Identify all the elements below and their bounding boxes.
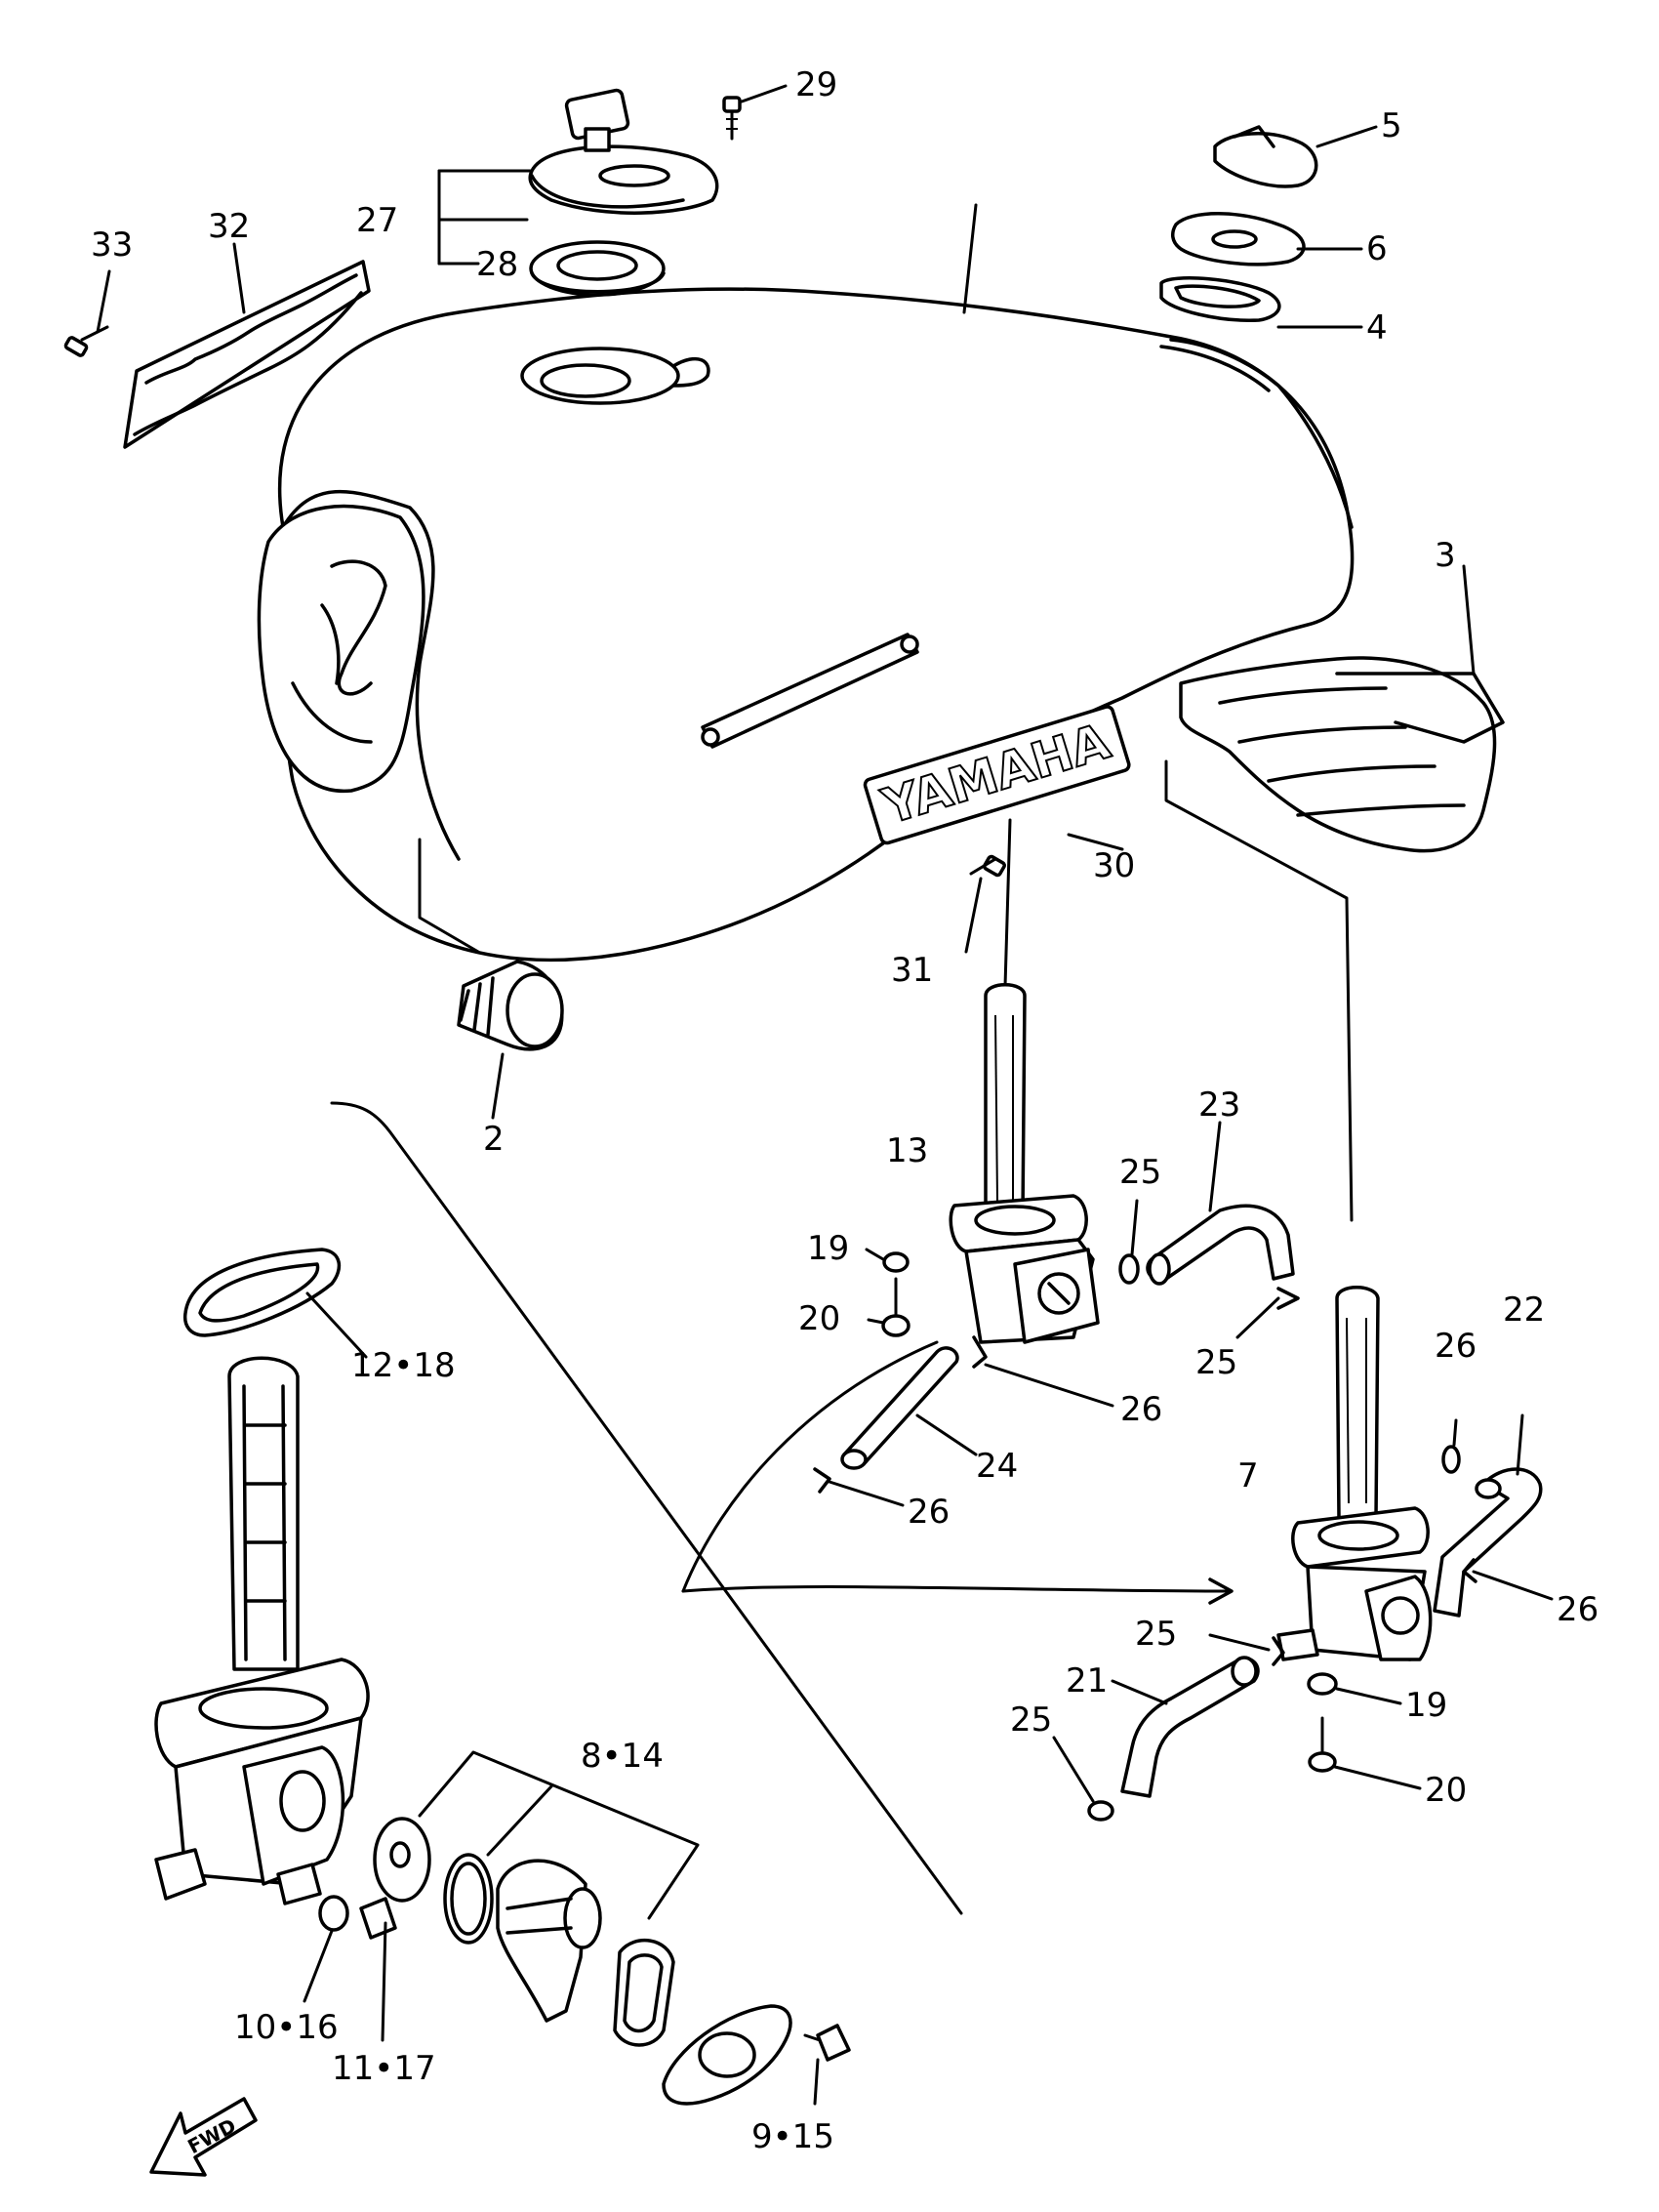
bolt-20-a bbox=[867, 1277, 910, 1337]
fwd-arrow-icon: FWD bbox=[149, 2097, 258, 2177]
leader-30 bbox=[1067, 833, 1124, 851]
washer-19-a bbox=[865, 1248, 910, 1273]
guide-line-13 bbox=[1003, 818, 1012, 988]
label-25-d: 25 bbox=[1010, 1700, 1052, 1740]
label-21: 21 bbox=[1066, 1661, 1108, 1700]
gasket-4 bbox=[1159, 276, 1363, 329]
label-5: 5 bbox=[1381, 106, 1402, 145]
label-6: 6 bbox=[1366, 229, 1388, 268]
cap-2 bbox=[457, 960, 564, 1120]
part-labels: 29 5 27 28 6 4 33 32 3 30 31 2 13 23 25 … bbox=[91, 65, 1598, 2156]
label-11-17: 11•17 bbox=[332, 2049, 436, 2088]
label-33: 33 bbox=[91, 225, 133, 265]
label-25-c: 25 bbox=[1135, 1615, 1177, 1654]
label-28: 28 bbox=[476, 245, 518, 284]
clip-26-a bbox=[972, 1335, 1114, 1408]
label-25-a: 25 bbox=[1119, 1153, 1161, 1192]
label-25-b: 25 bbox=[1195, 1343, 1237, 1382]
lever-knob bbox=[496, 1859, 602, 2023]
plate-6 bbox=[1170, 212, 1363, 266]
gasket-12-18 bbox=[182, 1248, 368, 1359]
hose-21 bbox=[1111, 1656, 1260, 1798]
bracket-8-14 bbox=[418, 1750, 700, 1920]
washer-19-b bbox=[1307, 1672, 1402, 1705]
label-9-15: 9•15 bbox=[751, 2117, 834, 2156]
label-24: 24 bbox=[976, 1447, 1018, 1486]
detail-callout-boundary bbox=[330, 1101, 1234, 1915]
hose-23 bbox=[1146, 1121, 1295, 1286]
label-4: 4 bbox=[1366, 308, 1388, 348]
screw-9-15 bbox=[803, 2024, 851, 2106]
label-13: 13 bbox=[886, 1131, 928, 1170]
label-7: 7 bbox=[1237, 1456, 1259, 1495]
cap-5 bbox=[1213, 125, 1378, 188]
label-20-b: 20 bbox=[1425, 1771, 1467, 1810]
clip-25-c bbox=[1208, 1633, 1285, 1666]
bolt-20-b bbox=[1308, 1716, 1422, 1790]
gasket-plate bbox=[613, 1938, 675, 2047]
label-3: 3 bbox=[1435, 536, 1456, 575]
label-8-14: 8•14 bbox=[581, 1737, 664, 1776]
label-2: 2 bbox=[483, 1120, 505, 1159]
label-22: 22 bbox=[1503, 1290, 1545, 1330]
hose-22 bbox=[1433, 1413, 1543, 1618]
gasket-28 bbox=[529, 240, 666, 297]
fuel-cock-detail bbox=[154, 1356, 370, 1905]
label-10-16: 10•16 bbox=[234, 2008, 339, 2047]
clip-25-d bbox=[1052, 1736, 1114, 1822]
label-26-a: 26 bbox=[1120, 1390, 1162, 1429]
label-19-a: 19 bbox=[807, 1229, 849, 1268]
label-23: 23 bbox=[1198, 1086, 1240, 1125]
hose-24 bbox=[840, 1346, 978, 1470]
fuel-cap-27 bbox=[528, 88, 719, 215]
label-26-b: 26 bbox=[1435, 1327, 1477, 1366]
guide-line-7 bbox=[1164, 759, 1354, 1222]
label-26-d: 26 bbox=[1557, 1590, 1598, 1629]
screw-33 bbox=[63, 269, 111, 357]
o-ring bbox=[443, 1853, 494, 1945]
badge-32 bbox=[123, 242, 371, 449]
label-12-18: 12•18 bbox=[351, 1346, 456, 1385]
washer-10-16 bbox=[303, 1895, 349, 2003]
clip-26-b bbox=[813, 1467, 905, 1507]
fuel-cock-7 bbox=[1276, 1286, 1433, 1661]
guide-line-2 bbox=[418, 838, 480, 954]
fuel-tank bbox=[257, 203, 1355, 963]
clip-25-b bbox=[1235, 1287, 1300, 1339]
screw-31 bbox=[964, 854, 1006, 954]
clip-26-d bbox=[1462, 1558, 1554, 1601]
cover-plate bbox=[662, 2004, 792, 2106]
screw-11-17 bbox=[359, 1897, 397, 2042]
label-32: 32 bbox=[208, 207, 250, 246]
clip-26-c bbox=[1441, 1418, 1461, 1474]
screw-29 bbox=[722, 84, 788, 141]
label-26-c: 26 bbox=[908, 1493, 950, 1532]
label-27: 27 bbox=[356, 201, 398, 240]
clip-25-a bbox=[1118, 1199, 1140, 1285]
rubber-3 bbox=[1179, 564, 1505, 853]
label-30: 30 bbox=[1093, 846, 1135, 885]
label-20-a: 20 bbox=[798, 1299, 840, 1338]
label-19-b: 19 bbox=[1405, 1686, 1447, 1725]
label-29: 29 bbox=[795, 65, 837, 104]
fuel-cock-13 bbox=[949, 983, 1100, 1344]
label-31: 31 bbox=[891, 951, 933, 990]
seal-disc bbox=[373, 1817, 431, 1903]
